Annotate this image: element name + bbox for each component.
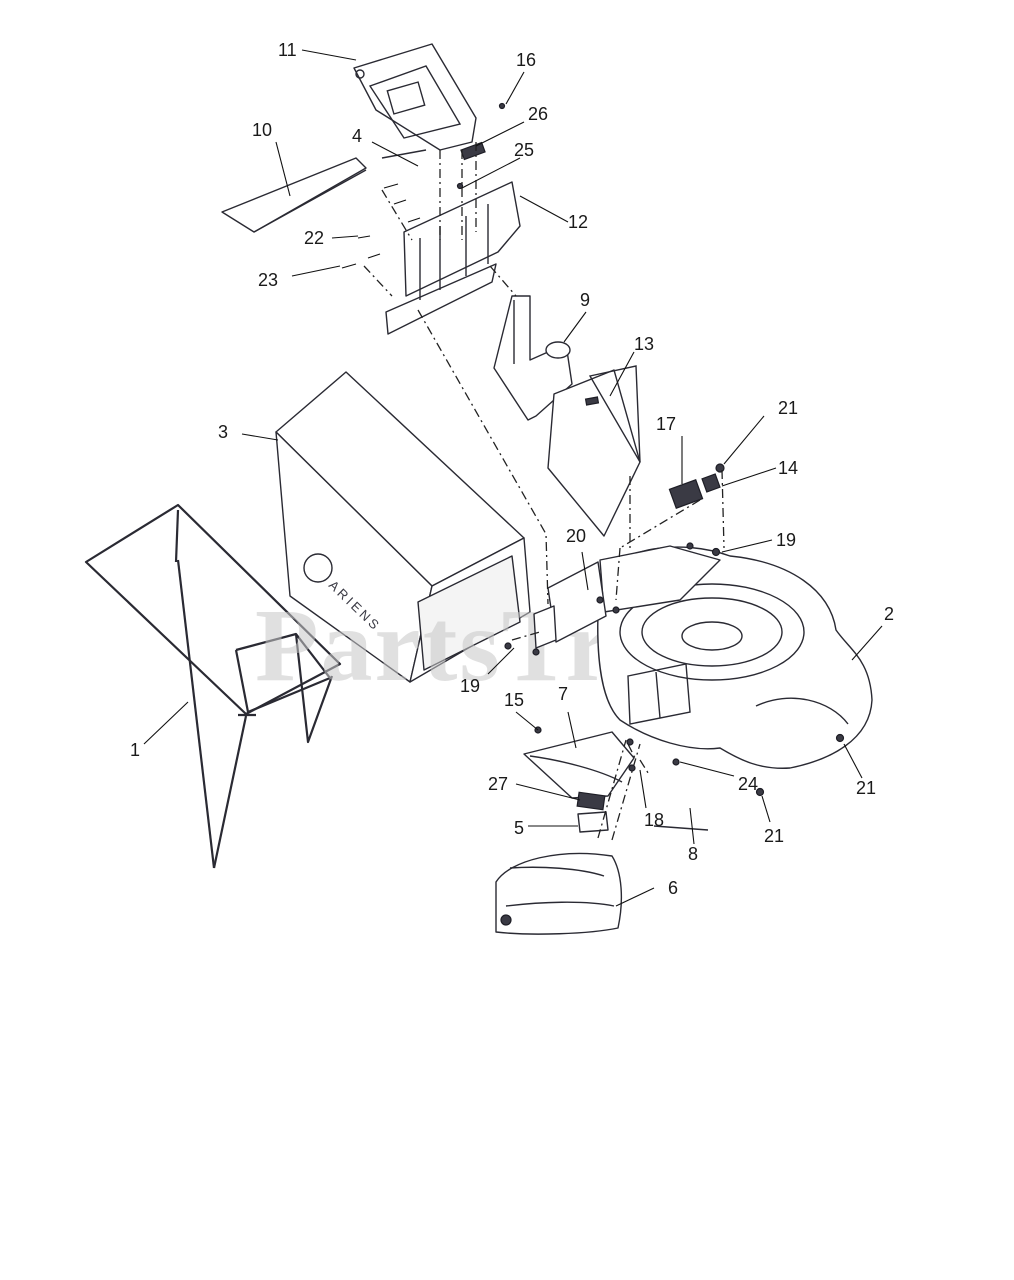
flap-spring xyxy=(576,791,606,811)
callout-27: 27 xyxy=(488,774,508,794)
callout-22: 22 xyxy=(304,228,324,248)
mower-deck xyxy=(597,545,873,797)
callout-21b: 21 xyxy=(856,778,876,798)
callout-19a: 19 xyxy=(776,530,796,550)
small-hardware-lower xyxy=(504,542,721,831)
callout-21a: 21 xyxy=(778,398,798,418)
callout-5: 5 xyxy=(514,818,524,838)
callout-6: 6 xyxy=(668,878,678,898)
callout-21c: 21 xyxy=(764,826,784,846)
hardware xyxy=(341,102,506,269)
callout-3: 3 xyxy=(218,422,228,442)
callout-18: 18 xyxy=(644,810,664,830)
callout-12: 12 xyxy=(568,212,588,232)
callout-17: 17 xyxy=(656,414,676,434)
callout-14: 14 xyxy=(778,458,798,478)
callout-20: 20 xyxy=(566,526,586,546)
callout-16: 16 xyxy=(516,50,536,70)
callout-7: 7 xyxy=(558,684,568,704)
callout-9: 9 xyxy=(580,290,590,310)
rear-door xyxy=(353,43,477,151)
trail-shield xyxy=(495,852,623,935)
hinge-bracket xyxy=(385,181,521,335)
callout-10: 10 xyxy=(252,120,272,140)
callout-26: 26 xyxy=(528,104,548,124)
wash-port-fitting xyxy=(668,463,725,509)
callout-labels: 11 16 26 10 4 25 12 22 23 9 13 3 21 17 1… xyxy=(130,40,894,898)
discharge-chute xyxy=(547,365,641,537)
rear-flap xyxy=(523,731,635,799)
callout-4: 4 xyxy=(352,126,362,146)
bag-frame xyxy=(84,503,342,869)
callout-19b: 19 xyxy=(460,676,480,696)
grass-bag: ARIENS xyxy=(275,371,531,683)
flap-rod xyxy=(221,157,367,233)
callout-1: 1 xyxy=(130,740,140,760)
callout-24: 24 xyxy=(738,774,758,794)
callout-8: 8 xyxy=(688,844,698,864)
chute-bracket xyxy=(493,295,573,421)
callout-23: 23 xyxy=(258,270,278,290)
callout-leaders xyxy=(143,49,883,907)
callout-15: 15 xyxy=(504,690,524,710)
callout-11: 11 xyxy=(278,40,297,60)
callout-13: 13 xyxy=(634,334,654,354)
hinge-plate xyxy=(577,811,609,833)
assembly-guides xyxy=(363,142,725,841)
callout-25: 25 xyxy=(514,140,534,160)
rear-hinge-bracket xyxy=(532,561,620,656)
callout-2: 2 xyxy=(884,604,894,624)
